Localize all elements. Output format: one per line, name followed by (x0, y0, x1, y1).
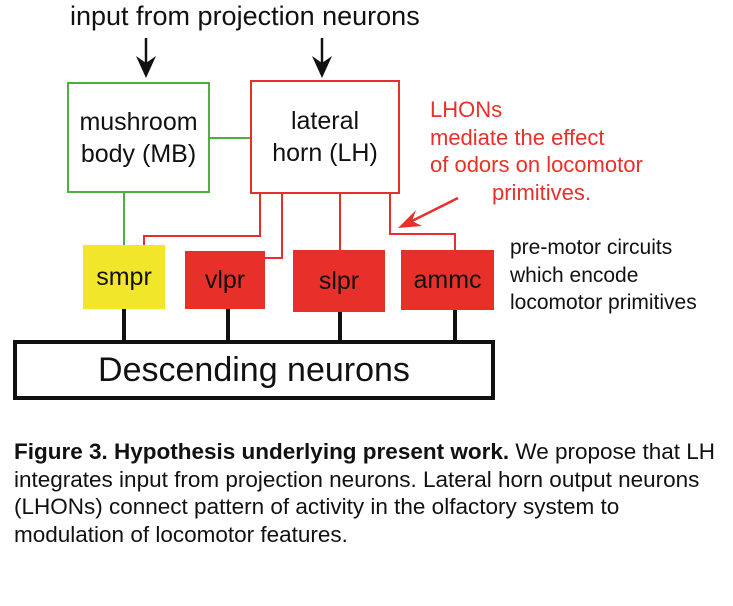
annotation-arrow (398, 196, 459, 228)
lhon-to-vlpr (265, 193, 283, 259)
caption-body: We propose that LH integrates input from… (14, 439, 716, 547)
ammc-box: ammc (401, 250, 494, 310)
lhon-annotation-line-2: mediate the effect (430, 124, 605, 150)
caption-title: Figure 3. Hypothesis underlying present … (14, 439, 510, 464)
diagram-connectors (122, 38, 459, 340)
descending-neurons-label: Descending neurons (98, 350, 410, 389)
lateral-horn-box: lateral horn (LH) (250, 80, 400, 194)
premotor-note-line-2: which encode (510, 263, 639, 287)
input-arrow-lh (312, 38, 332, 78)
lhon-annotation-line-1: LHONs (430, 97, 503, 122)
smpr-box: smpr (83, 245, 165, 309)
mushroom-body-box: mushroom body (MB) (67, 82, 210, 193)
lhon-to-smpr (143, 193, 261, 245)
figure-caption: Figure 3. Hypothesis underlying present … (14, 438, 724, 548)
lhon-annotation: LHONs mediate the effect of odors on loc… (430, 96, 643, 206)
premotor-note-line-3: locomotor primitives (510, 291, 697, 314)
mushroom-body-label: mushroom body (MB) (79, 107, 198, 168)
lhon-to-ammc (389, 193, 456, 250)
slpr-label: slpr (318, 266, 360, 295)
ammc-label: ammc (413, 265, 482, 294)
smpr-label: smpr (96, 262, 152, 291)
vlpr-label: vlpr (204, 265, 246, 294)
input-label: input from projection neurons (70, 1, 420, 31)
premotor-note: pre-motor circuits which encode locomoto… (510, 234, 697, 317)
premotor-note-line-1: pre-motor circuits (510, 236, 673, 259)
input-arrow-mb (136, 38, 156, 78)
slpr-box: slpr (293, 250, 385, 312)
lhon-annotation-line-3: of odors on locomotor (430, 152, 643, 177)
descending-neurons-box: Descending neurons (13, 340, 495, 400)
lhon-annotation-line-4: primitives. (492, 179, 592, 205)
lateral-horn-label: lateral horn (LH) (272, 107, 378, 167)
vlpr-box: vlpr (185, 251, 265, 309)
